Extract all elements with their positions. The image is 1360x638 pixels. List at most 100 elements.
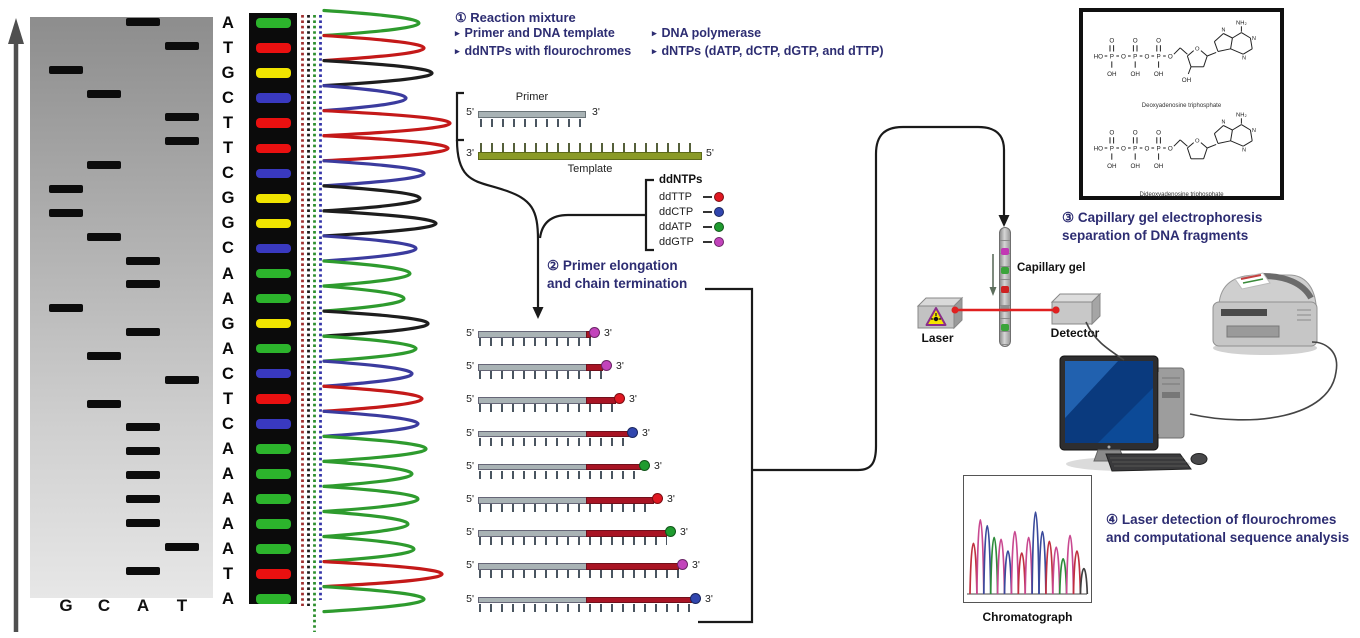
sequence-letter: C xyxy=(222,164,234,183)
primer-ticks xyxy=(480,119,583,127)
printed-page xyxy=(1234,272,1271,290)
capillary-fragment-band xyxy=(1001,267,1009,274)
terminator-dot-icon xyxy=(652,493,663,504)
gel-band-C xyxy=(87,89,121,98)
svg-text:N: N xyxy=(1221,28,1225,34)
sequence-letter: A xyxy=(222,489,234,508)
svg-text:P: P xyxy=(1133,54,1137,61)
lane-label-G: G xyxy=(59,596,73,615)
detector-label: Detector xyxy=(1050,326,1100,340)
legend-dash xyxy=(703,225,712,228)
terminator-dot-icon xyxy=(677,559,688,571)
mouse xyxy=(1190,453,1208,465)
step1-column-1: ▸Primer and DNA template▸ddNTPs with flo… xyxy=(455,26,631,62)
gel-band-C xyxy=(87,232,121,241)
fluorescent-band-T xyxy=(256,394,291,404)
gel-band-A xyxy=(126,328,160,337)
ddntp-item: ddATP xyxy=(659,219,724,234)
svg-text:O: O xyxy=(1156,38,1161,45)
step2-title: ② Primer elongation and chain terminatio… xyxy=(547,258,688,291)
sequence-letter: A xyxy=(222,515,234,533)
template-label: Template xyxy=(567,163,613,175)
gel-band-T xyxy=(165,41,199,50)
svg-text:OH: OH xyxy=(1130,163,1140,170)
bullet-icon: ▸ xyxy=(455,28,460,38)
laser-label: Laser xyxy=(921,331,954,345)
fluorescent-band-T xyxy=(256,143,291,153)
legend-dash xyxy=(703,210,712,213)
terminated-strand: 5'3' xyxy=(0,392,760,414)
svg-text:OH: OH xyxy=(1130,71,1140,78)
capillary-fragment-band xyxy=(1001,286,1009,293)
svg-text:OH: OH xyxy=(1182,77,1192,84)
terminator-dot-icon xyxy=(627,426,638,438)
svg-text:OH: OH xyxy=(1154,163,1164,170)
deoxyadenosine-label: Deoxyadenosine triphosphate xyxy=(1141,103,1222,109)
capillary-migration-arrow-icon xyxy=(989,254,997,296)
gel-band-T xyxy=(165,542,199,551)
fluorescent-band-C xyxy=(256,243,291,254)
template-bar xyxy=(478,152,702,160)
sequence-letter: G xyxy=(221,314,235,333)
sequence-letter: G xyxy=(221,64,235,83)
svg-text:HO: HO xyxy=(1094,54,1104,61)
svg-text:O: O xyxy=(1156,130,1161,137)
gel-band-A xyxy=(126,566,160,575)
chromatograph-peaks xyxy=(967,511,1089,595)
detector-device xyxy=(1050,292,1102,326)
fluorescent-band-C xyxy=(256,168,291,179)
sequence-letter: A xyxy=(222,289,234,308)
svg-text:N: N xyxy=(1242,56,1246,62)
legend-dash xyxy=(703,240,712,243)
fluorescent-band-column xyxy=(249,13,297,604)
sequence-letter: A xyxy=(222,339,234,358)
terminator-dot-icon xyxy=(601,360,612,372)
chromatogram-trace xyxy=(322,8,452,614)
fluorescent-band-G xyxy=(256,218,291,229)
step1-title: ① Reaction mixture xyxy=(455,10,576,25)
svg-text:O: O xyxy=(1121,146,1126,153)
fluorescent-band-G xyxy=(256,68,291,78)
svg-text:OH: OH xyxy=(1107,71,1117,78)
terminated-strand: 5'3' xyxy=(0,359,760,381)
svg-text:P: P xyxy=(1133,146,1137,153)
computer-monitor xyxy=(1059,355,1159,462)
computer-tower xyxy=(1147,367,1185,439)
svg-text:P: P xyxy=(1110,54,1114,61)
sequence-letter: C xyxy=(222,239,234,258)
detector-aperture xyxy=(1052,306,1060,314)
svg-text:P: P xyxy=(1156,54,1160,61)
terminator-dot-icon xyxy=(690,592,701,604)
sequence-letter: T xyxy=(222,139,234,158)
bullet-icon: ▸ xyxy=(455,46,460,56)
sequence-letter: A xyxy=(222,439,234,458)
ddntp-item: ddGTP xyxy=(659,234,724,249)
svg-text:O: O xyxy=(1144,146,1149,153)
terminator-dot-icon xyxy=(665,526,676,538)
fluorescent-band-A xyxy=(256,519,291,529)
capillary-gel-label: Capillary gel xyxy=(1017,262,1086,274)
electrophoresis-gel xyxy=(30,17,213,598)
primer-5prime-label: 5' xyxy=(466,106,474,118)
down-arrow-icon xyxy=(998,215,1010,227)
svg-text:O: O xyxy=(1168,54,1173,61)
fluorescent-band-C xyxy=(256,419,291,429)
terminated-strand: 5'3' xyxy=(0,525,760,547)
step4-title: ④ Laser detection of flourochromes and c… xyxy=(1106,512,1350,545)
step3-title: ③ Capillary gel electrophoresis separati… xyxy=(1062,210,1263,243)
fluorescent-band-A xyxy=(256,444,291,454)
gel-band-A xyxy=(126,423,160,432)
step1-item: DNA polymerase xyxy=(661,26,762,40)
ddntp-dot-icon xyxy=(714,191,724,202)
fluorescent-band-G xyxy=(256,193,291,204)
laser-warning-icon xyxy=(925,307,947,326)
gel-band-A xyxy=(126,495,160,503)
gel-band-A xyxy=(126,447,160,456)
fluorescent-band-G xyxy=(256,318,291,329)
sequence-letter: T xyxy=(222,389,234,408)
lane-label-C: C xyxy=(97,596,111,615)
svg-text:OH: OH xyxy=(1107,163,1117,170)
fluorescent-band-T xyxy=(256,43,291,53)
